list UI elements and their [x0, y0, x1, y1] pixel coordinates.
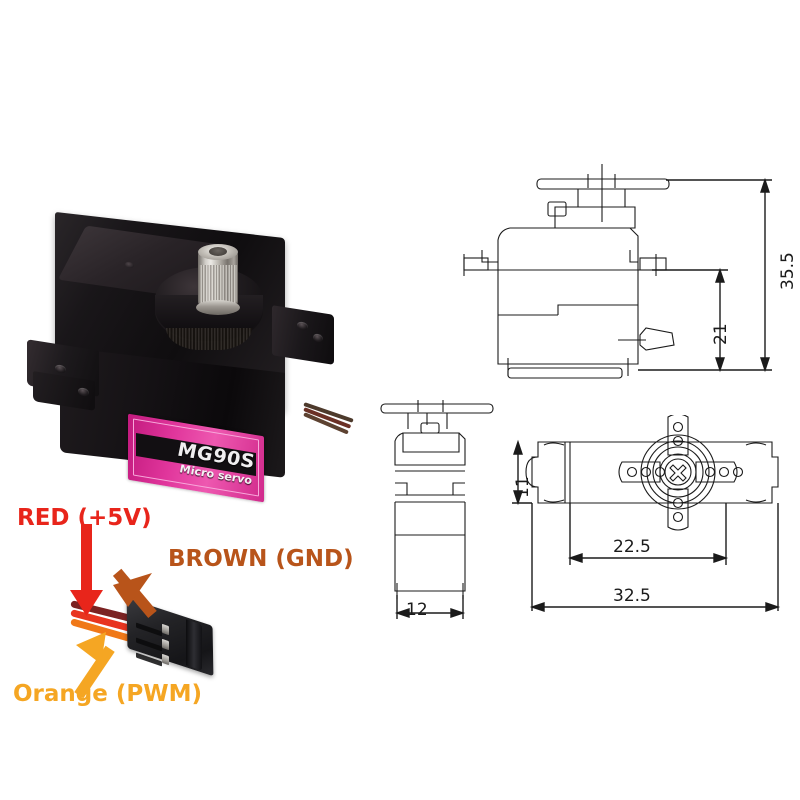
dim-11: 11 — [513, 476, 533, 498]
dim-35-5: 35.5 — [778, 252, 798, 290]
brown-wire-label: BROWN (GND) — [168, 546, 354, 572]
shaft-screw-bore — [209, 247, 227, 256]
wiring-arrows — [70, 524, 157, 699]
gear-band — [166, 328, 252, 350]
brown-arrow-icon — [112, 568, 157, 618]
red-wire-label: RED (+5V) — [17, 505, 152, 531]
front-view-drawing — [463, 164, 772, 379]
shaft-collar — [196, 300, 240, 315]
dim-22-5: 22.5 — [613, 537, 651, 557]
side-view-drawing — [380, 400, 494, 619]
orange-arrow-icon — [74, 632, 115, 699]
mounting-flange-right — [272, 305, 334, 365]
top-view-drawing — [512, 415, 781, 612]
servo-photo: MG90S Micro servo — [0, 110, 370, 503]
orange-wire-label: Orange (PWM) — [13, 681, 202, 707]
dim-32-5: 32.5 — [613, 586, 651, 606]
red-arrow-icon — [70, 524, 103, 616]
dim-12: 12 — [406, 600, 428, 620]
dim-21: 21 — [711, 323, 731, 345]
